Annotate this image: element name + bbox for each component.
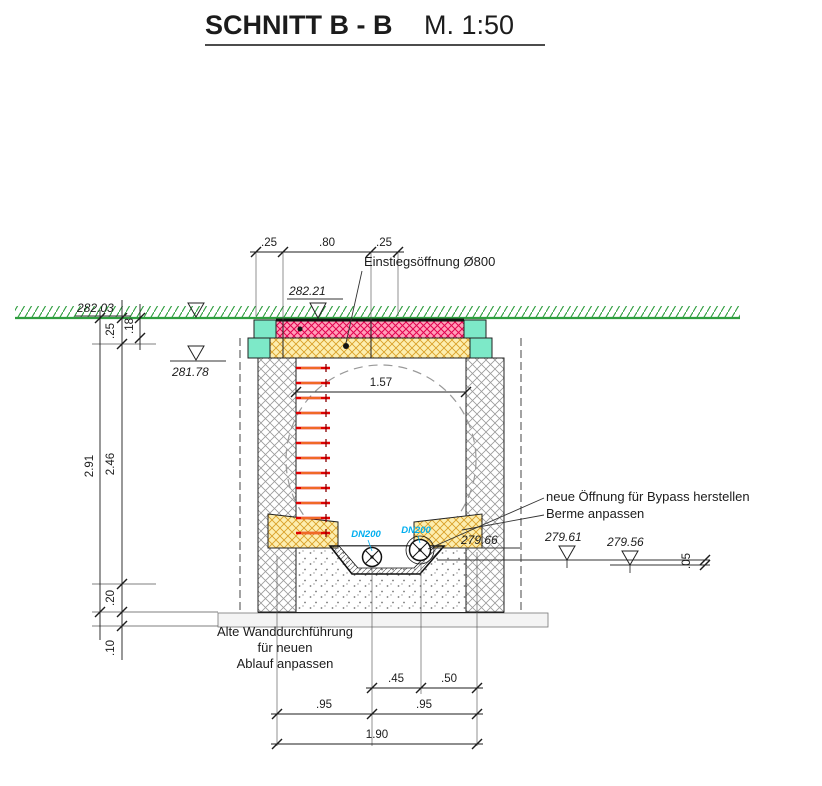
dimensions-left: 2.91 .25 2.46 .20 .10 .18 — [84, 300, 218, 660]
dimension-inner-width: 1.57 — [290, 377, 472, 398]
annotation-wanddurchfuehrung: Alte Wanddurchführung für neuen Ablauf a… — [217, 624, 353, 671]
dim-invert-diff: .05 — [681, 553, 693, 569]
wand-label-line2: für neuen — [258, 640, 313, 655]
slab-ring-right — [469, 337, 493, 359]
pipe-dn200-left — [361, 546, 383, 568]
ground-hatch — [15, 306, 740, 318]
einstieg-label: Einstiegsöffnung Ø800 — [364, 254, 495, 269]
level-ground: 282.03 — [76, 301, 114, 315]
wand-label-line3: Ablauf anpassen — [237, 656, 334, 671]
dn200-left-label: DN200 — [351, 529, 381, 540]
cover-slab — [275, 319, 465, 339]
pipe-dn200-right — [405, 535, 435, 565]
level-marks: 282.21 282.03 281.78 — [75, 284, 343, 379]
dim-top-mid: .80 — [319, 237, 335, 249]
dim-inner-height: 2.46 — [105, 453, 117, 475]
annotations-right: neue Öffnung für Bypass herstellen Berme… — [427, 489, 750, 550]
dimensions-top: .25 .80 .25 — [250, 237, 404, 320]
level-cover-top: 282.21 — [288, 284, 326, 298]
slab-ring-left — [247, 337, 271, 359]
level-triangle-28221 — [309, 302, 327, 320]
dim-lean-thickness: .10 — [105, 640, 117, 656]
pipe-labels: DN200 DN200 — [351, 525, 431, 552]
cover-ring-right — [463, 319, 487, 339]
dim-bottom-50: .50 — [441, 673, 457, 685]
dimensions-bottom: .45 .50 .95 .95 1.90 — [271, 552, 483, 750]
wand-label-line1: Alte Wanddurchführung — [217, 624, 353, 639]
dim-total-height: 2.91 — [84, 455, 96, 477]
annotation-einstieg: Einstiegsöffnung Ø800 — [343, 254, 495, 349]
level-invert-right: 279.56 — [606, 535, 644, 549]
berme-label: Berme anpassen — [546, 506, 644, 521]
level-slab-underside: 281.78 — [171, 365, 209, 379]
shaft-structure — [217, 318, 549, 628]
level-triangle-28178 — [187, 345, 205, 362]
cover-fixing-dot — [297, 326, 303, 332]
dim-slab-thickness: .25 — [105, 323, 117, 339]
level-invert-left: 279.66 — [460, 533, 498, 547]
dim-base-thickness: .20 — [105, 590, 117, 606]
dim-bottom-190: 1.90 — [366, 729, 388, 741]
dim-top-right: .25 — [376, 237, 392, 249]
dim-inner-width: 1.57 — [370, 377, 392, 389]
leveling-layer — [269, 337, 471, 359]
level-triangle-27961 — [558, 545, 576, 562]
bypass-label: neue Öffnung für Bypass herstellen — [546, 489, 750, 504]
cover-ring-left — [253, 319, 277, 339]
drawing-scale: M. 1:50 — [424, 10, 514, 40]
title-block: SCHNITT B - B M. 1:50 — [205, 10, 545, 46]
wall-right — [465, 357, 505, 613]
dim-bottom-95b: .95 — [416, 699, 432, 711]
dim-top-left: .25 — [261, 237, 277, 249]
level-triangle-27956 — [621, 550, 639, 567]
terrain — [15, 306, 740, 320]
dim-bottom-45: .45 — [388, 673, 404, 685]
dim-cover-thickness: .18 — [124, 318, 136, 334]
dim-bottom-95a: .95 — [316, 699, 332, 711]
leader-dot — [343, 343, 349, 349]
level-invert-mid: 279.61 — [544, 530, 582, 544]
dn200-right-label: DN200 — [401, 525, 431, 536]
drawing-title: SCHNITT B - B — [205, 10, 392, 40]
levels-right: 279.66 279.61 279.56 .05 — [437, 530, 711, 573]
level-triangle-28203 — [187, 302, 205, 319]
chamber-circle — [285, 364, 477, 556]
